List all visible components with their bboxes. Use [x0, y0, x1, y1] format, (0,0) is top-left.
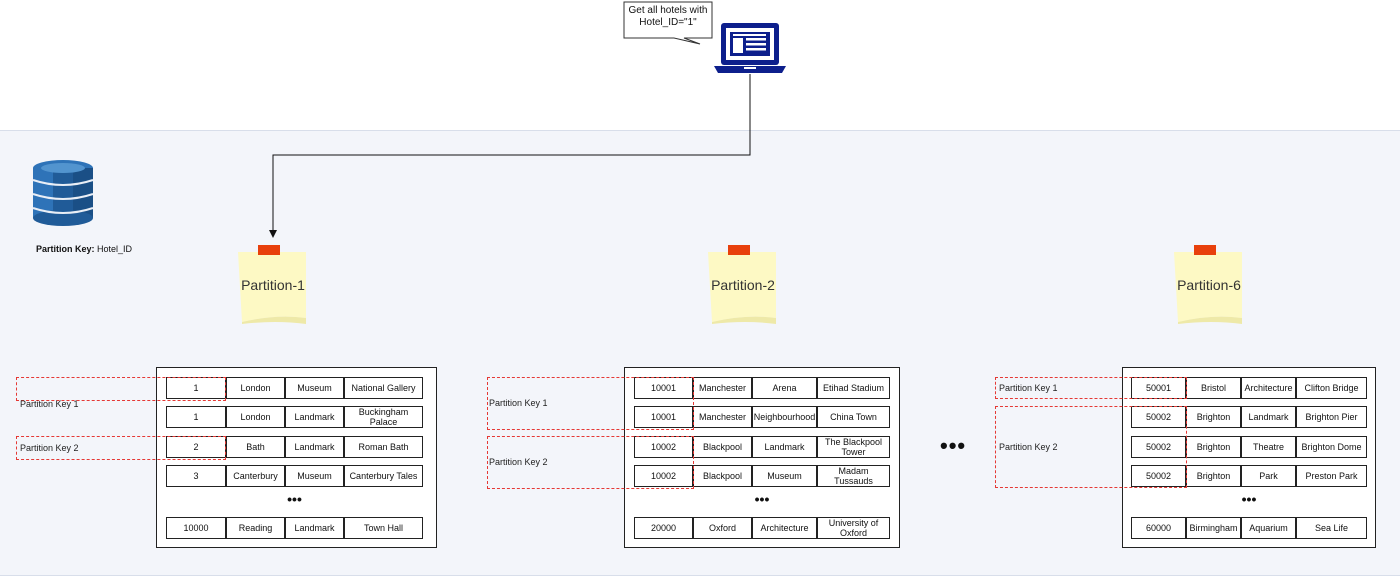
partition-key-group-box	[995, 406, 1187, 488]
table-cell: Landmark	[285, 406, 344, 428]
table-cell: Landmark	[285, 436, 344, 458]
table-cell: Landmark	[752, 436, 817, 458]
table-cell: Manchester	[693, 406, 752, 428]
more-partitions-ellipsis: •••	[940, 433, 967, 458]
partition-key-group-label: Partition Key 2	[999, 442, 1058, 452]
partition-key-prefix: Partition Key:	[36, 244, 95, 254]
partition-name-label: Partition-1	[241, 277, 305, 293]
partition-key-group-box	[995, 377, 1187, 399]
table-cell: Manchester	[693, 377, 752, 399]
partition-key-group-label: Partition Key 2	[489, 457, 548, 467]
table-partition-key-label: Partition Key: Hotel_ID	[36, 244, 132, 254]
table-cell: Blackpool	[693, 436, 752, 458]
table-cell: The Blackpool Tower	[817, 436, 890, 458]
table-cell: Museum	[752, 465, 817, 487]
table-cell: Canterbury Tales	[344, 465, 423, 487]
dynamodb-icon	[32, 160, 94, 226]
table-cell: Clifton Bridge	[1296, 377, 1367, 399]
table-cell: 60000	[1131, 517, 1186, 539]
table-cell: Park	[1241, 465, 1296, 487]
pin-tape	[258, 245, 280, 255]
table-cell: 10001	[634, 406, 693, 428]
table-cell: Buckingham Palace	[344, 406, 423, 428]
table-cell: Birmingham	[1186, 517, 1241, 539]
table-cell: Bristol	[1186, 377, 1241, 399]
partition-key-group-box	[16, 377, 226, 401]
partition-note-2: Partition-2	[706, 244, 780, 324]
table-cell: London	[226, 377, 285, 399]
table-cell: 50002	[1131, 436, 1186, 458]
table-cell: Town Hall	[344, 517, 423, 539]
table-cell: 20000	[634, 517, 693, 539]
table-cell: China Town	[817, 406, 890, 428]
sticky-note-paper	[1174, 245, 1242, 324]
table-cell: Neighbourhood	[752, 406, 817, 428]
partition-name-label: Partition-2	[711, 277, 775, 293]
table-cell: Museum	[285, 465, 344, 487]
table-cell: 50002	[1131, 465, 1186, 487]
query-callout-text: Get all hotels with Hotel_ID="1"	[624, 5, 712, 29]
table-cell: Architecture	[752, 517, 817, 539]
sticky-note-paper	[238, 245, 306, 324]
table-cell: Brighton	[1186, 465, 1241, 487]
table-cell: Brighton	[1186, 436, 1241, 458]
pin-tape	[728, 245, 750, 255]
partition-key-group-label: Partition Key 2	[20, 443, 79, 453]
table-cell: Bath	[226, 436, 285, 458]
partition-key-group-box	[487, 436, 694, 489]
laptop-client-icon	[714, 23, 786, 73]
table-cell: Landmark	[285, 517, 344, 539]
partition-key-group-label: Partition Key 1	[20, 399, 79, 409]
callout-line-1: Get all hotels with	[628, 5, 708, 16]
partition-key-group-box	[16, 436, 226, 460]
table-cell: Canterbury	[226, 465, 285, 487]
table-cell: Landmark	[1241, 406, 1296, 428]
partition-key-group-box	[487, 377, 694, 430]
table-cell: Theatre	[1241, 436, 1296, 458]
partition-key-group-label: Partition Key 1	[999, 383, 1058, 393]
table-cell: Sea Life	[1296, 517, 1367, 539]
table-cell: 10000	[166, 517, 226, 539]
table-cell: Aquarium	[1241, 517, 1296, 539]
partition-note-6: Partition-6	[1172, 244, 1246, 324]
table-cell: Roman Bath	[344, 436, 423, 458]
partition-key-value: Hotel_ID	[97, 244, 133, 254]
table-cell: 10002	[634, 465, 693, 487]
table-cell: Museum	[285, 377, 344, 399]
partition-note-1: Partition-1	[236, 244, 310, 324]
query-callout-bubble	[623, 1, 713, 45]
more-rows-ellipsis: •••	[754, 491, 770, 507]
table-cell: University of Oxford	[817, 517, 890, 539]
partition-key-group-label: Partition Key 1	[489, 398, 548, 408]
table-cell: Oxford	[693, 517, 752, 539]
table-cell: London	[226, 406, 285, 428]
partition-name-label: Partition-6	[1177, 277, 1241, 293]
table-cell: Etihad Stadium	[817, 377, 890, 399]
table-cell: Arena	[752, 377, 817, 399]
callout-line-2: Hotel_ID="1"	[639, 17, 697, 28]
pin-tape	[1194, 245, 1216, 255]
table-cell: 3	[166, 465, 226, 487]
table-cell: Preston Park	[1296, 465, 1367, 487]
table-cell: Reading	[226, 517, 285, 539]
table-cell: Blackpool	[693, 465, 752, 487]
more-rows-ellipsis: •••	[1241, 491, 1257, 507]
more-rows-ellipsis: •••	[287, 491, 302, 507]
table-cell: Brighton Pier	[1296, 406, 1367, 428]
table-cell: Madam Tussauds	[817, 465, 890, 487]
table-cell: Brighton	[1186, 406, 1241, 428]
sticky-note-paper	[708, 245, 776, 324]
table-cell: Architecture	[1241, 377, 1296, 399]
table-cell: 1	[166, 406, 226, 428]
table-cell: Brighton Dome	[1296, 436, 1367, 458]
table-cell: National Gallery	[344, 377, 423, 399]
